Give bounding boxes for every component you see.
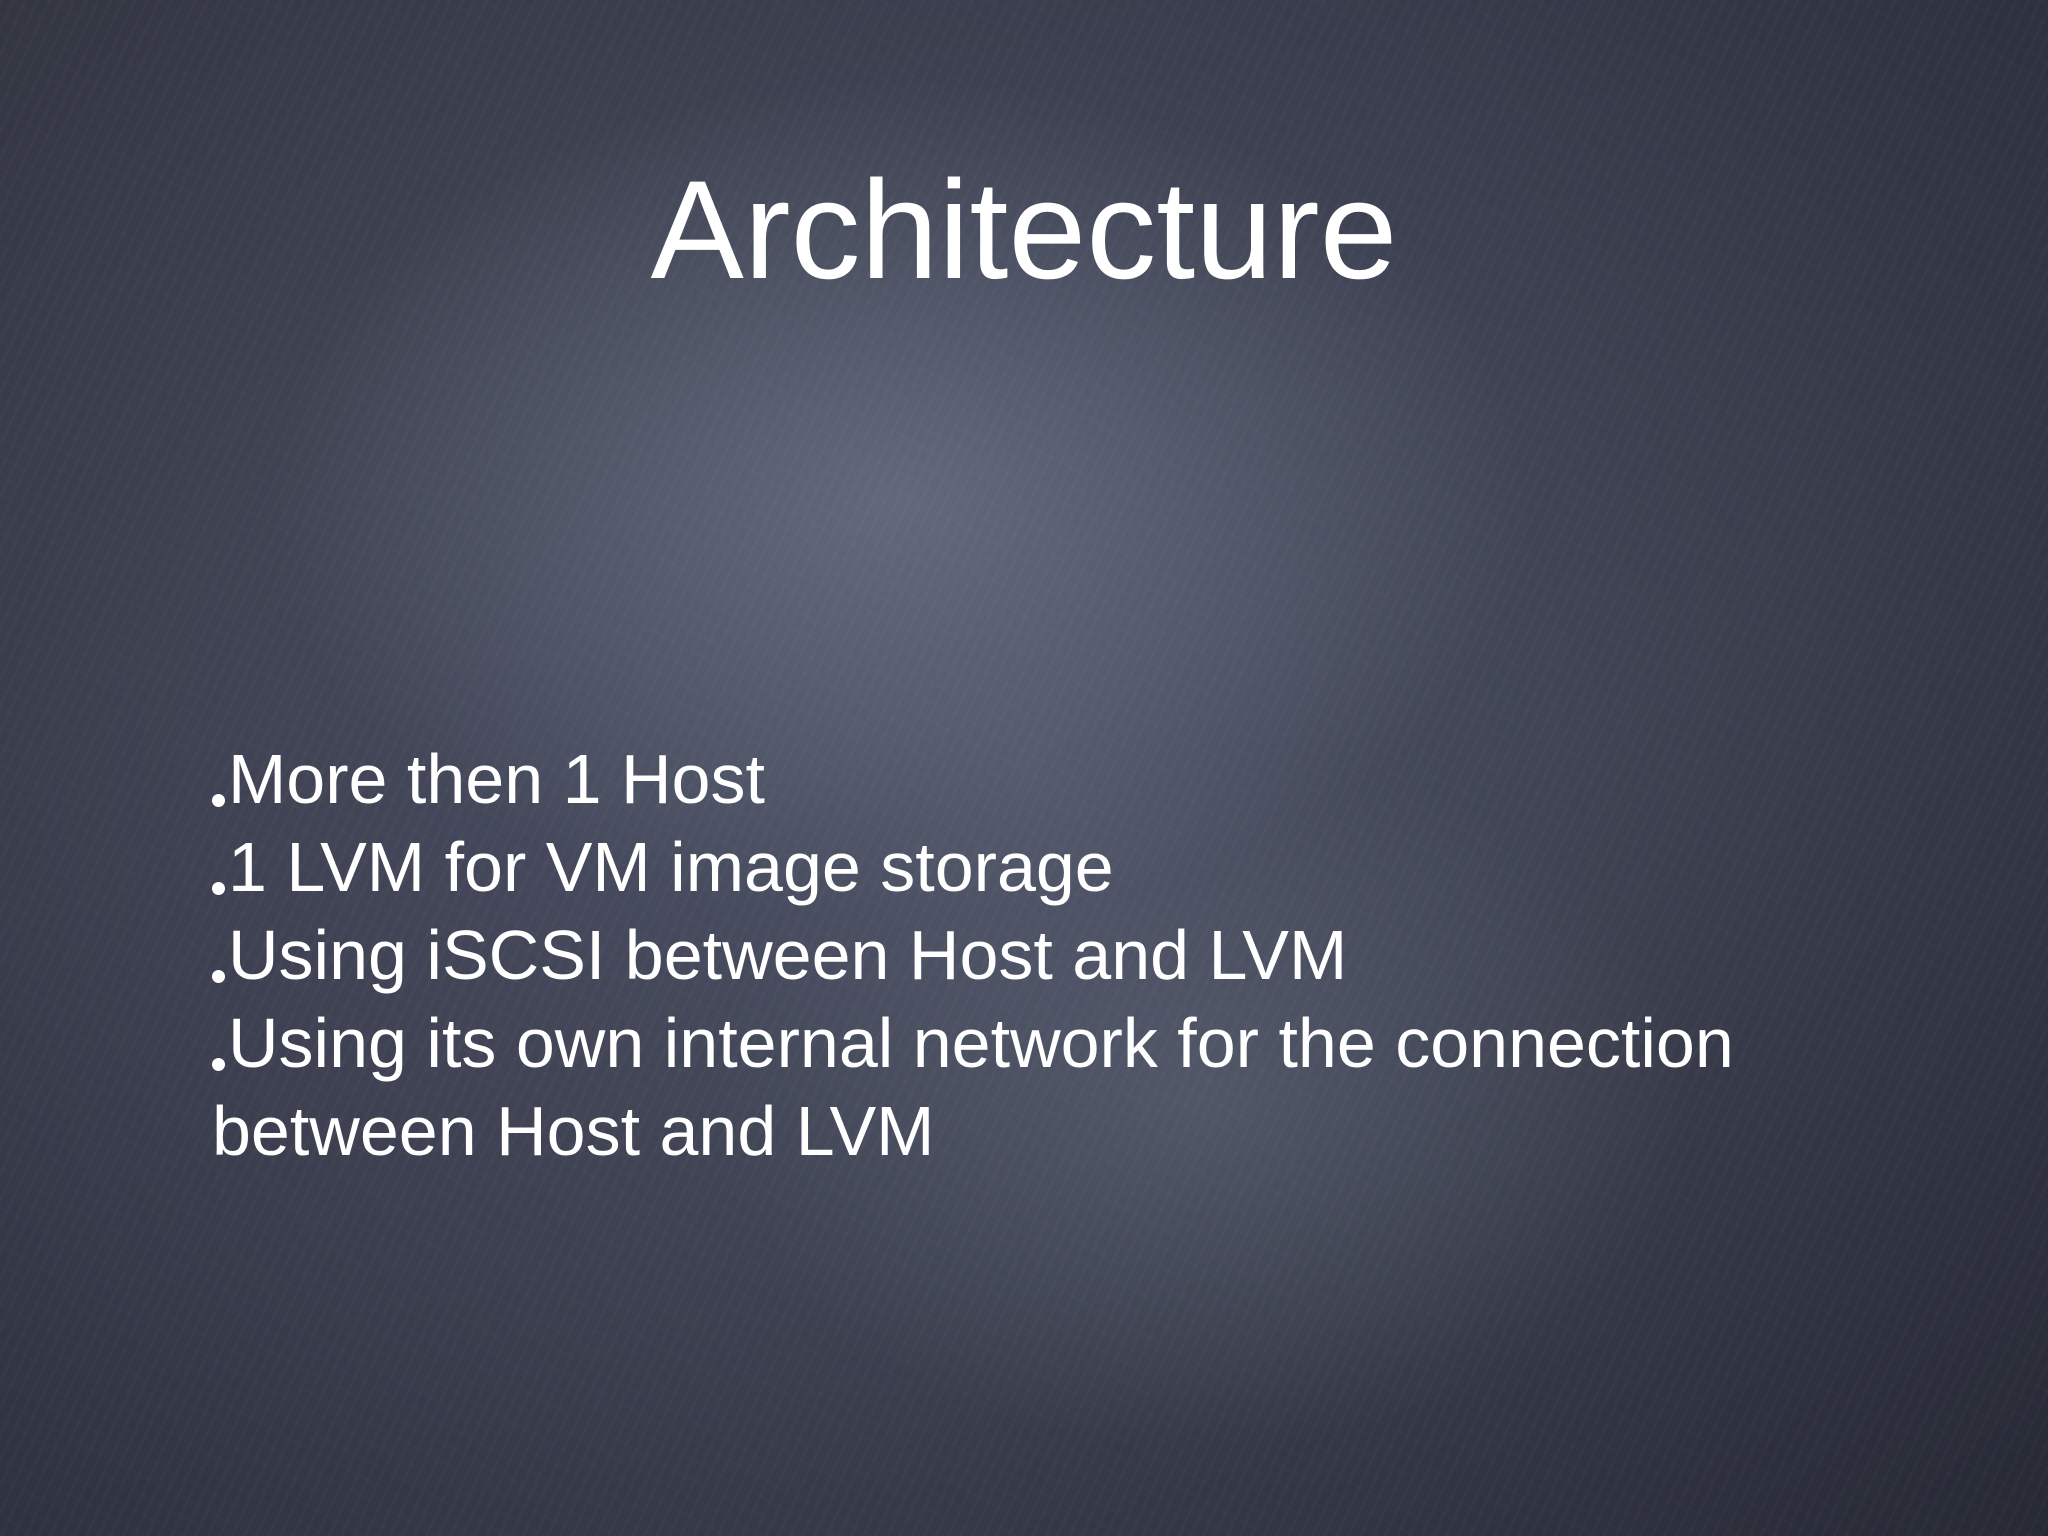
dot-icon	[212, 882, 225, 895]
bullet-list: More then 1 Host 1 LVM for VM image stor…	[212, 735, 1912, 1175]
bullet-text: More then 1 Host	[228, 740, 765, 818]
dot-icon	[212, 1058, 225, 1071]
bullet-item: More then 1 Host	[212, 735, 1912, 823]
bullet-item: Using its own internal network for the c…	[212, 999, 1912, 1175]
bullet-item: Using iSCSI between Host and LVM	[212, 911, 1912, 999]
bullet-text: Using its own internal network for the c…	[212, 1004, 1734, 1170]
bullet-item: 1 LVM for VM image storage	[212, 823, 1912, 911]
bullet-text: Using iSCSI between Host and LVM	[228, 916, 1348, 994]
dot-icon	[212, 970, 225, 983]
bullet-text: 1 LVM for VM image storage	[228, 828, 1114, 906]
dot-icon	[212, 794, 225, 807]
slide-title: Architecture	[650, 151, 1398, 308]
